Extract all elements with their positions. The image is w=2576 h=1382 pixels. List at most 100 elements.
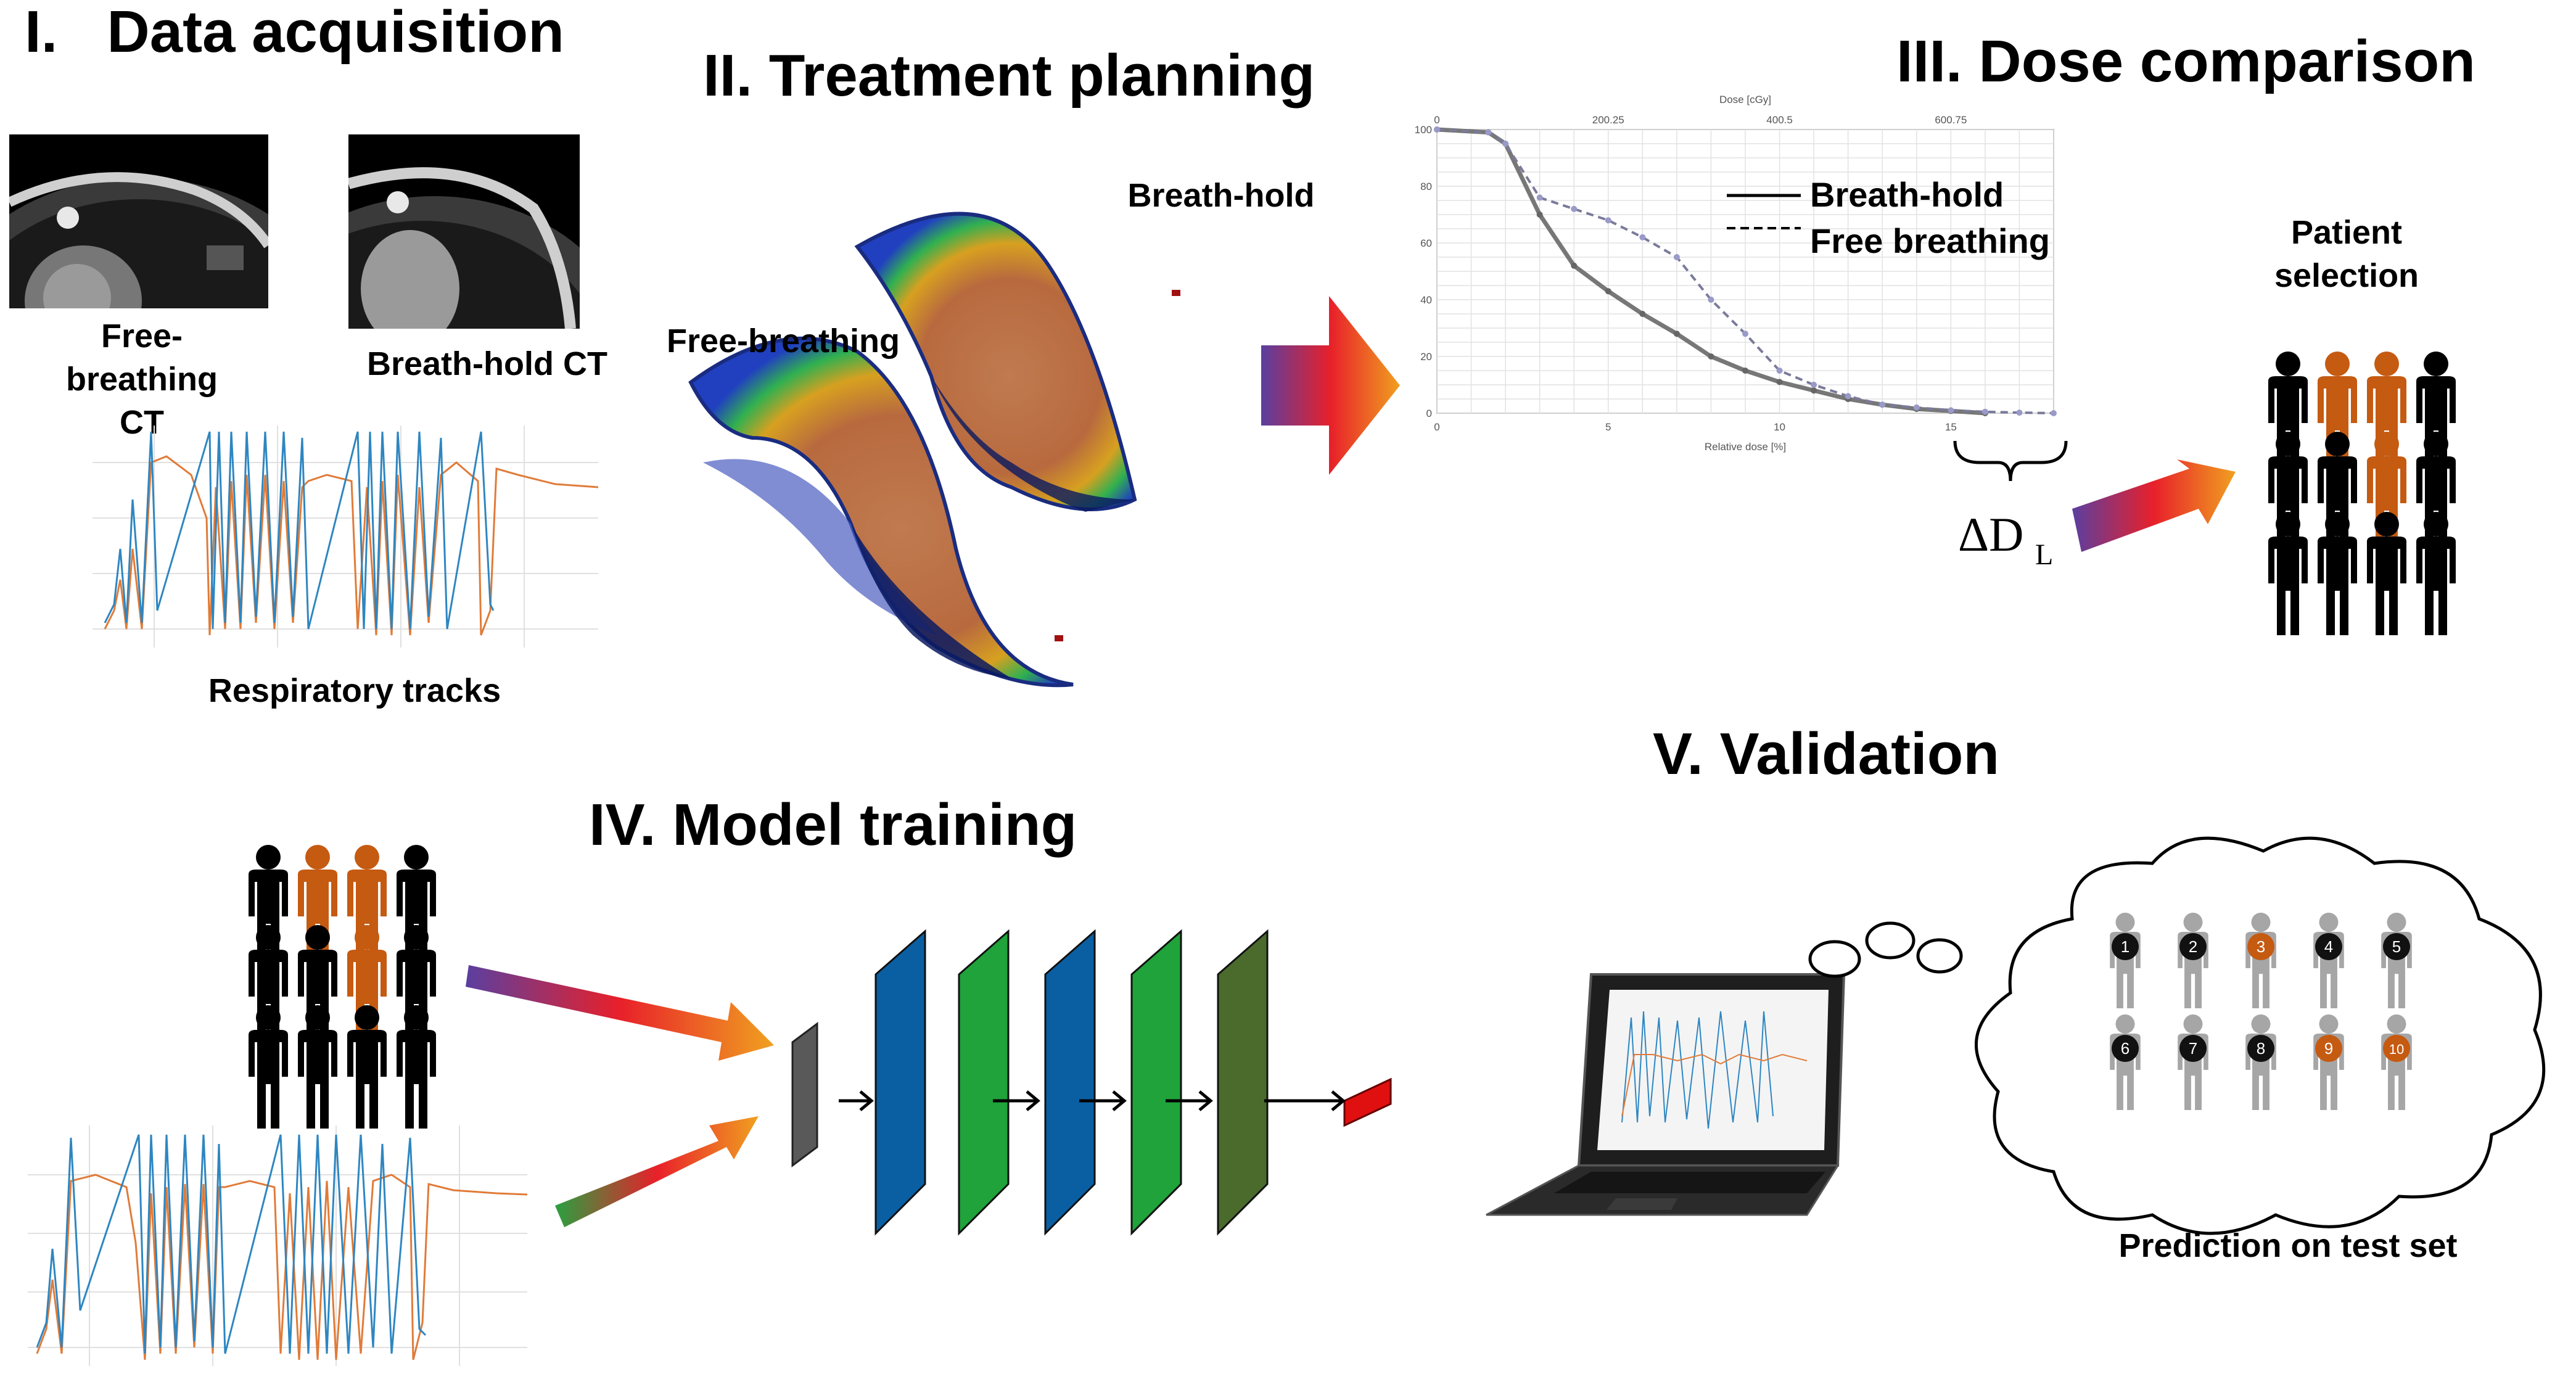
- data-point: [1485, 129, 1492, 136]
- ct-scan-graphic: [348, 167, 580, 329]
- person-icon: [2268, 512, 2308, 635]
- data-point: [2051, 410, 2057, 416]
- arrow-patients-to-network: [466, 965, 774, 1061]
- respiratory-track-blue: [104, 431, 495, 630]
- data-point: [1742, 368, 1748, 374]
- delta-brace: [1953, 440, 2068, 482]
- respiratory-tracks-plot: [93, 426, 599, 648]
- chart-top-axis-title: Dose [cGy]: [1719, 94, 1771, 105]
- breath-hold-ct-image: [348, 134, 580, 329]
- test-patient-2: [2178, 913, 2208, 1008]
- laptop-screen-tracks: [1621, 1011, 1774, 1129]
- data-point: [1708, 297, 1714, 303]
- thought-bubble-small-1: [1808, 940, 1861, 978]
- chart-x-axis-label: Relative dose [%]: [1705, 441, 1786, 453]
- data-point: [1571, 205, 1578, 212]
- data-point: [1673, 254, 1680, 260]
- prediction-label: Prediction on test set: [2118, 1227, 2458, 1264]
- data-point: [1742, 331, 1748, 337]
- test-patient-10: [2381, 1014, 2412, 1110]
- data-point: [1605, 217, 1611, 224]
- network-output-layer: [1343, 1077, 1392, 1127]
- y-tick-label: 0: [1426, 408, 1432, 419]
- person-icon: [397, 1005, 436, 1129]
- patient-selection-label: Patient selection: [2274, 214, 2419, 295]
- y-tick-label: 60: [1420, 237, 1432, 249]
- data-point: [1776, 368, 1783, 374]
- laptop-icon: [1486, 973, 1846, 1216]
- person-icon: [2318, 512, 2357, 635]
- data-point: [1536, 212, 1543, 218]
- patient-number-badge: [2315, 1035, 2342, 1062]
- data-point: [1981, 408, 1988, 415]
- legend-breath-hold: Breath-hold: [1810, 175, 2004, 214]
- y-tick-label: 40: [1420, 294, 1432, 306]
- patient-number-badge: [2112, 1035, 2139, 1062]
- data-point: [1811, 382, 1817, 388]
- patient-number-label: 2: [2189, 937, 2197, 956]
- network-connection-arrows: [839, 1090, 1346, 1111]
- person-icon: [298, 1005, 337, 1129]
- section-title-acquisition: I. Data acquisition: [25, 0, 564, 65]
- patient-number-badge: [2383, 933, 2410, 960]
- patient-number-label: 1: [2121, 937, 2130, 956]
- patient-number-badge: [2247, 933, 2274, 960]
- data-point: [1639, 234, 1646, 241]
- person-icon: [249, 1005, 288, 1129]
- patient-number-label: 7: [2189, 1039, 2197, 1058]
- thought-bubble-small-2: [1865, 921, 1916, 960]
- delta-dl-symbol: ΔD: [1958, 508, 2024, 561]
- patient-number-badge: [2179, 933, 2207, 960]
- data-point: [1879, 401, 1886, 408]
- respiratory-track-orange: [104, 455, 599, 636]
- section-title-training: IV. Model training: [589, 792, 1077, 858]
- free-breathing-ct-label: Free- breathing CT: [65, 318, 218, 442]
- y-tick-label: 80: [1420, 181, 1432, 192]
- top-tick-label: 200.25: [1592, 114, 1624, 126]
- patient-number-badge: [2179, 1035, 2207, 1062]
- chart-series: [1434, 126, 2057, 416]
- thought-bubble-small-3: [1916, 938, 1963, 974]
- patient-number-label: 10: [2389, 1042, 2404, 1057]
- free-breathing-planning-label: Free-breathing: [666, 323, 900, 360]
- person-icon: [347, 1005, 387, 1129]
- data-point: [1571, 262, 1578, 269]
- patient-number-label: 4: [2324, 937, 2333, 956]
- network-conv-layer-2: [958, 929, 1010, 1236]
- section-title-validation: V. Validation: [1653, 721, 1999, 787]
- data-point: [1776, 379, 1783, 385]
- test-patient-6: [2110, 1014, 2141, 1110]
- test-patient-3: [2245, 913, 2276, 1008]
- x-tick-label: 15: [1945, 421, 1957, 433]
- data-point: [1913, 404, 1920, 411]
- test-patient-9: [2313, 1014, 2344, 1110]
- test-patient-8: [2245, 1014, 2276, 1110]
- network-conv-layer-4: [1130, 929, 1182, 1236]
- training-patients-group: [249, 845, 436, 1129]
- data-point: [1811, 387, 1817, 394]
- test-patient-7: [2178, 1014, 2208, 1110]
- patient-selection-group: [2268, 352, 2456, 635]
- data-point: [1948, 407, 1954, 414]
- x-tick-label: 10: [1774, 421, 1785, 433]
- breath-hold-planning-label: Breath-hold: [1127, 177, 1315, 214]
- data-point: [1434, 126, 1440, 133]
- data-point: [1708, 353, 1714, 360]
- respiratory-tracks-label: Respiratory tracks: [208, 672, 501, 709]
- person-icon: [2416, 512, 2456, 635]
- network-input-layer: [791, 1022, 818, 1167]
- patient-number-badge: [2112, 933, 2139, 960]
- data-point: [1536, 194, 1543, 201]
- breast-dose-distribution-graphic: [688, 212, 1180, 688]
- top-tick-label: 400.5: [1766, 114, 1793, 126]
- network-conv-layer-1: [874, 929, 926, 1236]
- top-tick-label: 600.75: [1935, 114, 1967, 126]
- patient-number-label: 8: [2257, 1039, 2265, 1058]
- network-dense-layer: [1217, 929, 1269, 1236]
- network-conv-layer-3: [1044, 929, 1096, 1236]
- test-patient-4: [2313, 913, 2344, 1008]
- patient-number-badge: [2247, 1035, 2274, 1062]
- arrow-planning-to-dose: [1261, 296, 1400, 475]
